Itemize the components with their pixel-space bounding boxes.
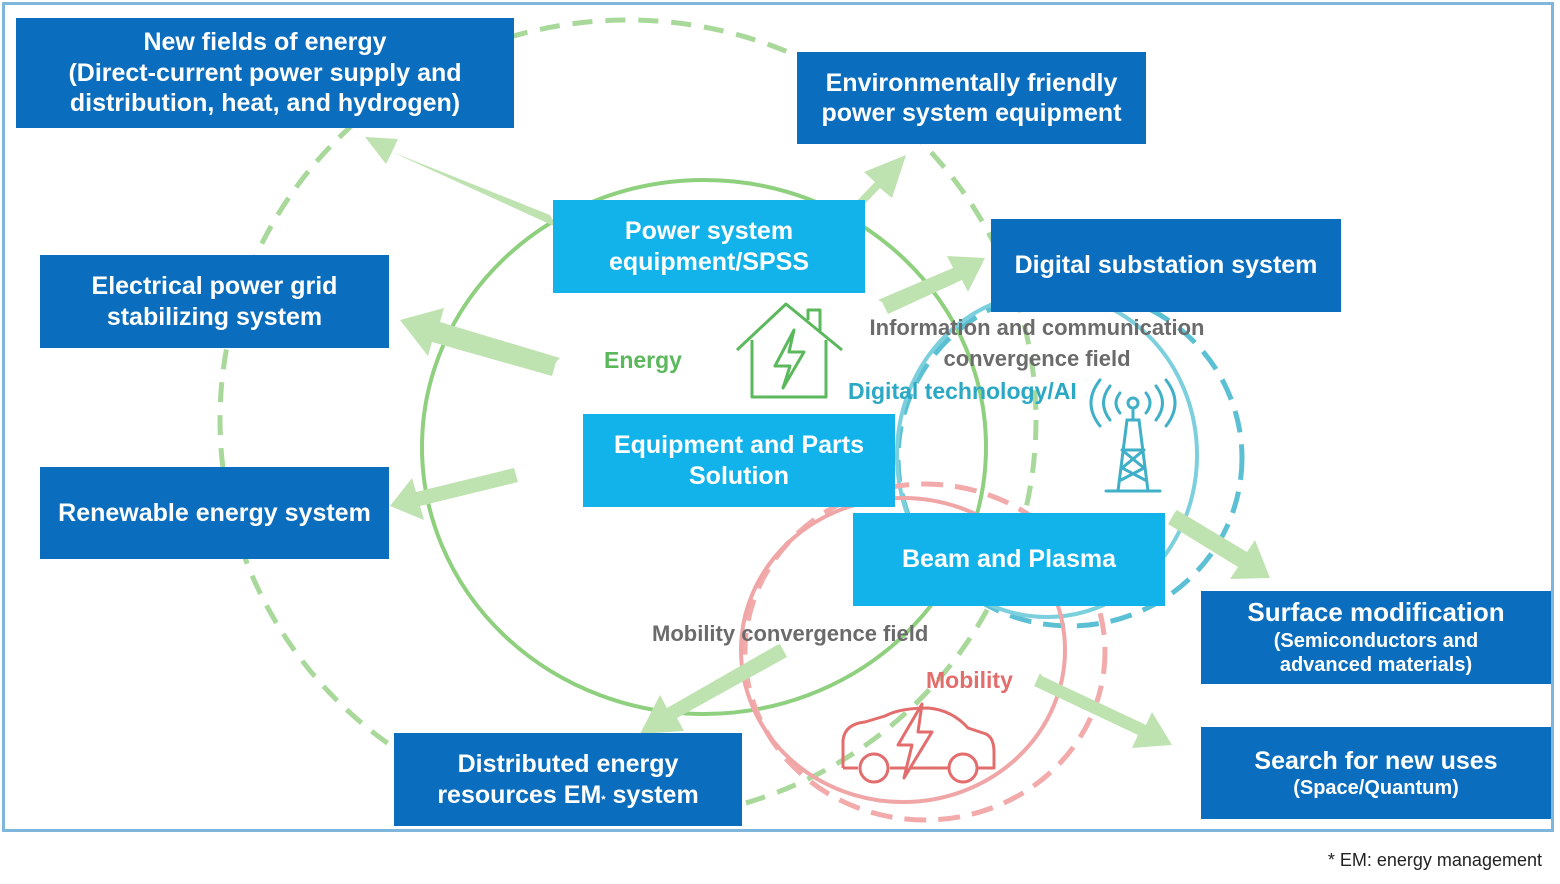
mobility-dashed-circle bbox=[742, 481, 1108, 823]
radio-tower-icon bbox=[1089, 378, 1177, 493]
arrow-to-new-fields bbox=[365, 137, 556, 227]
mobility-circle bbox=[739, 496, 1067, 804]
grid-line1: Electrical power grid bbox=[91, 272, 338, 300]
surface-line3: advanced materials) bbox=[1279, 654, 1473, 677]
new-fields-line2: (Direct-current power supply and bbox=[68, 58, 462, 87]
power-line2: equipment/SPSS bbox=[608, 247, 810, 276]
search-new-uses-box: Search for new uses (Space/Quantum) bbox=[1201, 727, 1551, 819]
arrow-to-search bbox=[1034, 673, 1172, 748]
renewable-label: Renewable energy system bbox=[58, 498, 371, 527]
beam-label: Beam and Plasma bbox=[902, 545, 1116, 574]
digital-substation-box: Digital substation system bbox=[991, 219, 1341, 312]
info-comm-line1: Information and communication bbox=[869, 315, 1205, 340]
search-title: Search for new uses bbox=[1254, 746, 1498, 775]
footnote-mark: * bbox=[601, 793, 606, 806]
new-fields-line3: distribution, heat, and hydrogen) bbox=[69, 89, 461, 118]
power-system-equipment-box: Power system equipment/SPSS bbox=[553, 200, 865, 293]
arrow-to-distributed bbox=[640, 644, 787, 734]
distributed-line2-suffix: system bbox=[605, 780, 699, 809]
power-line1: Power system bbox=[624, 217, 794, 245]
distributed-line2: resources EM* system bbox=[437, 780, 698, 811]
info-comm-line2: convergence field bbox=[943, 346, 1131, 371]
new-fields-of-energy-box: New fields of energy (Direct-current pow… bbox=[16, 18, 514, 128]
env-line2: power system equipment bbox=[821, 99, 1122, 127]
arrow-to-renewable bbox=[390, 468, 518, 520]
mobility-field-label: Mobility convergence field bbox=[652, 621, 929, 646]
equipment-parts-box: Equipment and Parts Solution bbox=[583, 414, 895, 507]
electric-car-icon bbox=[841, 702, 996, 784]
env-line1: Environmentally friendly bbox=[825, 68, 1118, 97]
distributed-line1: Distributed energy bbox=[457, 750, 679, 778]
search-line2: (Space/Quantum) bbox=[1293, 777, 1459, 800]
energy-label: Energy bbox=[604, 347, 682, 373]
surface-modification-box: Surface modification (Semiconductors and… bbox=[1201, 591, 1551, 684]
energy-circle bbox=[420, 178, 988, 716]
beam-plasma-box: Beam and Plasma bbox=[853, 513, 1165, 606]
info-comm-label: Information and communication convergenc… bbox=[852, 315, 1222, 372]
house-lightning-icon bbox=[735, 302, 843, 399]
digital-ai-label: Digital technology/AI bbox=[848, 378, 1077, 404]
surface-title: Surface modification bbox=[1247, 597, 1505, 628]
surface-line2: (Semiconductors and bbox=[1273, 629, 1479, 652]
arrow-to-surface bbox=[1168, 510, 1270, 579]
new-fields-title: New fields of energy bbox=[143, 28, 387, 57]
footnote: * EM: energy management bbox=[1327, 850, 1542, 870]
grid-stabilizing-box: Electrical power grid stabilizing system bbox=[40, 255, 389, 348]
digital-substation-label: Digital substation system bbox=[1014, 251, 1318, 280]
equipment-line2: Solution bbox=[689, 461, 789, 490]
equipment-line1: Equipment and Parts bbox=[613, 431, 865, 459]
arrow-to-digital-substation bbox=[878, 256, 985, 314]
grid-line2: stabilizing system bbox=[106, 302, 323, 331]
mobility-label: Mobility bbox=[926, 667, 1013, 693]
renewable-energy-box: Renewable energy system bbox=[40, 467, 389, 559]
distributed-line2-prefix: resources EM bbox=[437, 780, 602, 809]
distributed-energy-box: Distributed energy resources EM* system bbox=[394, 733, 742, 826]
arrow-to-grid bbox=[400, 308, 560, 376]
diagram-frame bbox=[2, 2, 1554, 832]
environmentally-friendly-box: Environmentally friendly power system eq… bbox=[797, 52, 1146, 144]
